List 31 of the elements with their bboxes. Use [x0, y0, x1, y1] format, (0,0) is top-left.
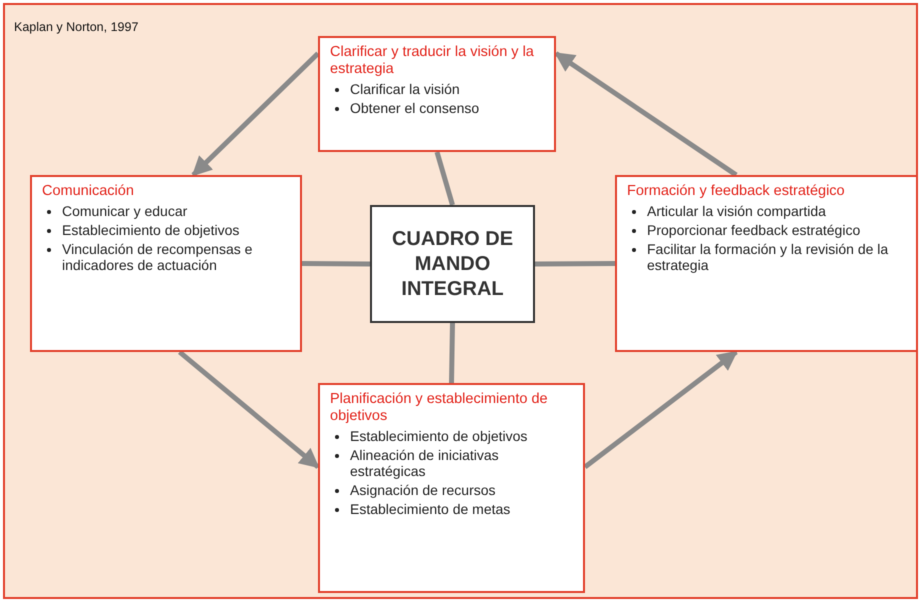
connector-line	[434, 151, 455, 206]
process-box	[318, 383, 585, 593]
box-heading: Formación y feedback estratégico	[627, 183, 846, 200]
arrow	[583, 350, 738, 469]
arrow	[178, 350, 320, 469]
bullet-item: Alineación de iniciativas estratégicas	[330, 447, 573, 479]
bullet-item: Asignación de recursos	[330, 482, 573, 498]
bullet-item: Proporcionar feedback estratégico	[627, 222, 906, 238]
bullet-item: Clarificar la visión	[330, 81, 544, 97]
connector-line	[449, 322, 455, 384]
bullet-item: Vinculación de recompensas e indicadores de actuación	[42, 241, 290, 273]
arrow	[191, 52, 320, 177]
bullet-item: Establecimiento de objetivos	[42, 222, 290, 238]
process-box	[30, 175, 302, 352]
bullet-item: Establecimiento de objetivos	[330, 428, 573, 444]
arrow	[554, 51, 738, 178]
process-box	[318, 36, 556, 152]
box-heading: Clarificar y traducir la visión y la estrategia	[330, 44, 535, 78]
source-note: Kaplan y Norton, 1997	[14, 20, 138, 34]
central-box	[370, 205, 535, 323]
bullet-item: Comunicar y educar	[42, 203, 290, 219]
central-title: CUADRO DE MANDO INTEGRAL	[390, 226, 514, 302]
connector-line	[534, 261, 616, 266]
process-box	[615, 175, 918, 352]
connector-line	[302, 261, 370, 266]
bullet-item: Articular la visión compartida	[627, 203, 906, 219]
bullet-item: Facilitar la formación y la revisión de la estrategia	[627, 241, 906, 273]
box-heading: Comunicación	[42, 183, 135, 200]
bullet-item: Establecimiento de metas	[330, 501, 573, 517]
box-heading: Planificación y establecimiento de objetivos	[330, 391, 549, 425]
bullet-item: Obtener el consenso	[330, 100, 544, 116]
